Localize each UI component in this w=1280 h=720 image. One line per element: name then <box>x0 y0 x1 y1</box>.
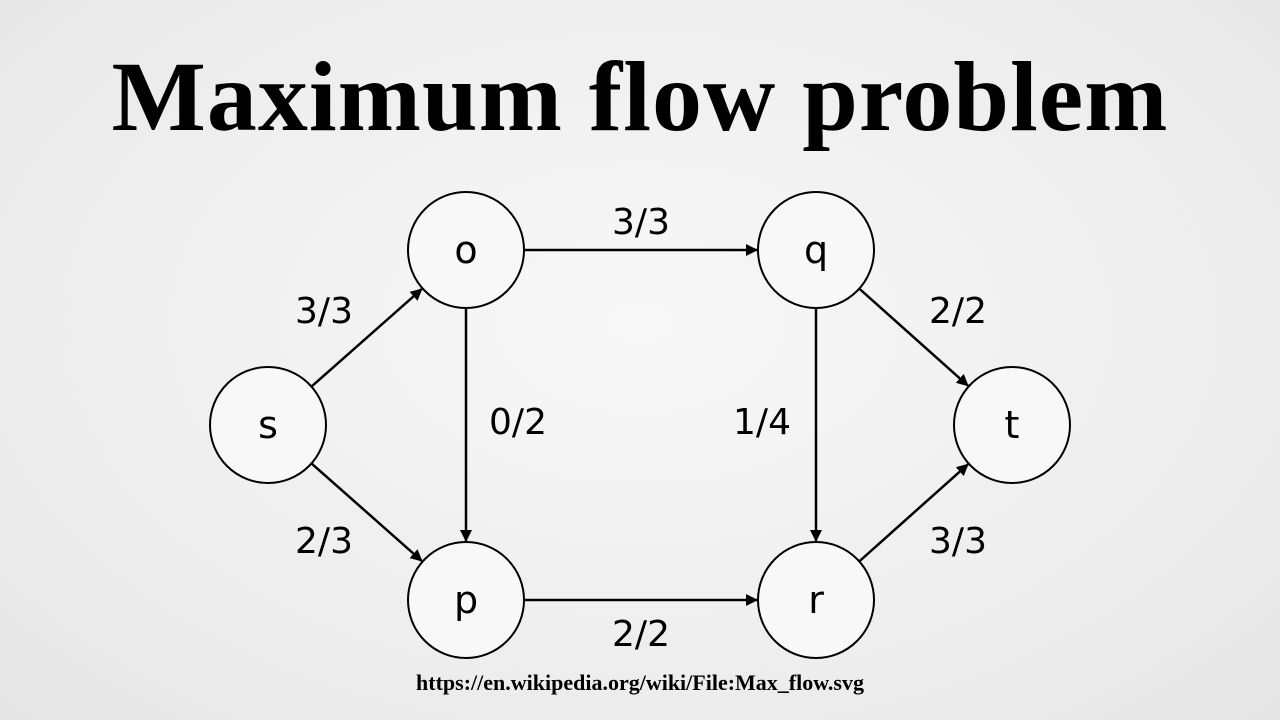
edge-r-t <box>858 463 969 563</box>
node-o: o <box>407 191 525 309</box>
node-label-p: p <box>454 578 478 622</box>
node-p: p <box>407 541 525 659</box>
edges-layer <box>310 244 969 606</box>
node-circle-t <box>953 366 1071 484</box>
edge-label-s-p: 2/3 <box>295 521 353 562</box>
node-circle-s <box>209 366 327 484</box>
edge-label-q-r: 1/4 <box>733 402 791 443</box>
page-title: Maximum flow problem <box>111 41 1169 152</box>
node-circle-q <box>757 191 875 309</box>
edge-label-o-p: 0/2 <box>489 402 547 443</box>
node-s: s <box>209 366 327 484</box>
node-label-q: q <box>804 228 828 272</box>
node-r: r <box>757 541 875 659</box>
edge-label-q-t: 2/2 <box>929 291 987 332</box>
node-q: q <box>757 191 875 309</box>
node-label-s: s <box>258 403 278 447</box>
edge-label-o-q: 3/3 <box>612 202 670 243</box>
edge-s-p <box>310 462 423 562</box>
node-label-t: t <box>1005 403 1020 447</box>
node-circle-r <box>757 541 875 659</box>
nodes-layer: s o p q r t <box>209 191 1071 659</box>
node-t: t <box>953 366 1071 484</box>
edge-label-r-t: 3/3 <box>929 521 987 562</box>
edge-q-t <box>858 287 969 387</box>
node-label-r: r <box>808 578 824 622</box>
node-label-o: o <box>454 228 477 272</box>
source-url: https://en.wikipedia.org/wiki/File:Max_f… <box>416 670 864 695</box>
node-circle-p <box>407 541 525 659</box>
edge-label-p-r: 2/2 <box>612 614 670 655</box>
edge-label-s-o: 3/3 <box>295 291 353 332</box>
edge-labels-layer: 3/3 2/3 3/3 0/2 2/2 1/4 2/2 3/3 <box>295 202 987 655</box>
node-circle-o <box>407 191 525 309</box>
edge-s-o <box>310 288 423 388</box>
